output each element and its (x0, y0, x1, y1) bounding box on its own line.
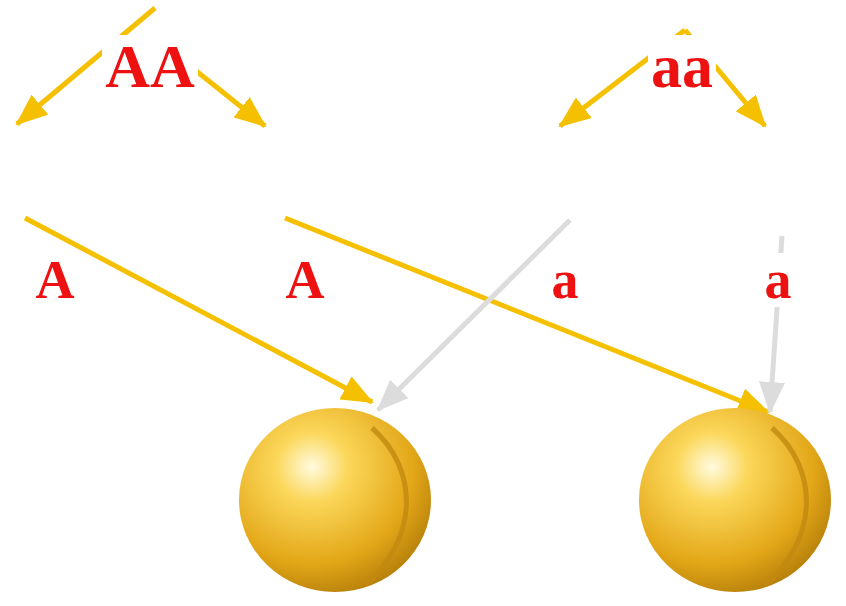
split-arrows (17, 8, 765, 126)
parent-genotype: aa (648, 35, 716, 97)
parent-genotype: AA (102, 35, 198, 97)
gamete-allele: a (762, 253, 795, 307)
gamete-allele: A (283, 253, 328, 307)
gamete-allele: a (549, 253, 582, 307)
pea-seed (639, 408, 831, 592)
gamete-arrows (25, 218, 782, 412)
pea-seed (239, 408, 431, 592)
gamete-allele: A (33, 253, 78, 307)
